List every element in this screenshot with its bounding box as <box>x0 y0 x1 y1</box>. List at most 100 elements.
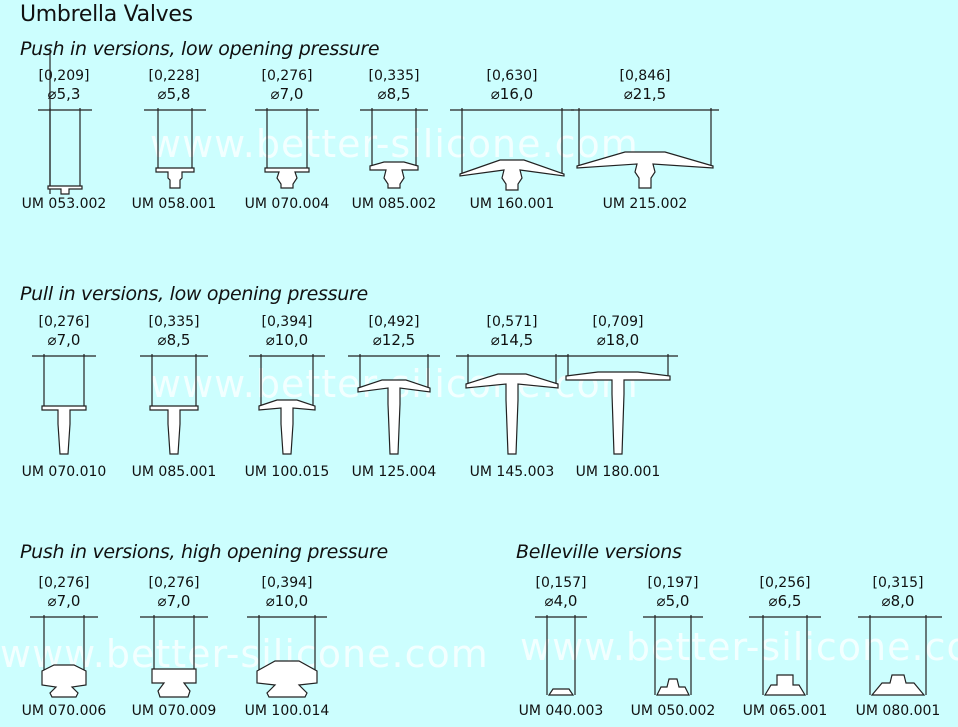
valve-drawing <box>348 354 440 455</box>
valve-um-100-014: [0,394] ⌀10,0 UM 100.014 <box>227 575 347 719</box>
valve-drawing <box>450 108 574 191</box>
part-code: UM 070.004 <box>244 196 330 212</box>
dimension-mm: ⌀16,0 <box>490 85 534 103</box>
valve-drawing <box>749 615 821 696</box>
part-code: UM 058.001 <box>131 196 217 212</box>
dimension-inch: [0,394] <box>261 314 313 330</box>
part-code: UM 070.009 <box>131 703 217 719</box>
valve-drawing <box>140 615 208 698</box>
valve-um-145-003: [0,571] ⌀14,5 UM 145.003 <box>452 314 572 480</box>
dimension-inch: [0,157] <box>535 575 587 591</box>
dimension-inch: [0,256] <box>759 575 811 591</box>
valve-um-100-015: [0,394] ⌀10,0 UM 100.015 <box>227 314 347 480</box>
valve-um-160-001: [0,630] ⌀16,0 UM 160.001 <box>450 68 574 212</box>
dimension-mm: ⌀7,0 <box>47 592 81 610</box>
valve-drawing <box>643 615 703 696</box>
part-code: UM 053.002 <box>21 196 107 212</box>
part-code: UM 100.014 <box>244 703 330 719</box>
valve-drawing <box>571 108 719 189</box>
valve-um-050-002: [0,197] ⌀5,0 UM 050.002 <box>613 575 733 719</box>
section-title-pull-low: Pull in versions, low opening pressure <box>20 283 368 305</box>
valve-drawing <box>255 108 319 189</box>
valve-um-085-002: [0,335] ⌀8,5 UM 085.002 <box>334 68 454 212</box>
part-code: UM 215.002 <box>602 196 688 212</box>
part-code: UM 085.002 <box>351 196 437 212</box>
valve-drawing <box>360 108 428 189</box>
part-code: UM 070.010 <box>21 464 107 480</box>
dimension-inch: [0,209] <box>38 68 90 84</box>
part-code: UM 070.006 <box>21 703 107 719</box>
dimension-mm: ⌀7,0 <box>157 592 191 610</box>
part-code: UM 145.003 <box>469 464 555 480</box>
part-code: UM 125.004 <box>351 464 437 480</box>
valve-drawing <box>558 354 678 455</box>
dimension-inch: [0,276] <box>38 575 90 591</box>
dimension-mm: ⌀10,0 <box>265 592 309 610</box>
dimension-inch: [0,630] <box>486 68 538 84</box>
dimension-mm: ⌀5,0 <box>656 592 690 610</box>
dimension-mm: ⌀8,5 <box>377 85 411 103</box>
valve-drawing <box>249 354 325 455</box>
dimension-mm: ⌀10,0 <box>265 331 309 349</box>
dimension-mm: ⌀21,5 <box>623 85 667 103</box>
part-code: UM 080.001 <box>855 703 941 719</box>
dimension-inch: [0,492] <box>368 314 420 330</box>
valve-drawing <box>32 354 96 455</box>
dimension-mm: ⌀14,5 <box>490 331 534 349</box>
valve-um-065-001: [0,256] ⌀6,5 UM 065.001 <box>725 575 845 719</box>
part-code: UM 160.001 <box>469 196 555 212</box>
dimension-inch: [0,335] <box>148 314 200 330</box>
dimension-inch: [0,276] <box>148 575 200 591</box>
valve-um-058-001: [0,228] ⌀5,8 UM 058.001 <box>114 68 234 212</box>
valve-um-053-002: [0,209] ⌀5,3 UM 053.002 <box>4 48 124 212</box>
dimension-mm: ⌀12,5 <box>372 331 416 349</box>
dimension-inch: [0,709] <box>592 314 644 330</box>
page-title: Umbrella Valves <box>20 2 193 27</box>
valve-um-180-001: [0,709] ⌀18,0 UM 180.001 <box>558 314 678 480</box>
section-title-push-low: Push in versions, low opening pressure <box>20 38 380 60</box>
dimension-mm: ⌀5,3 <box>47 85 81 103</box>
dimension-mm: ⌀7,0 <box>270 85 304 103</box>
dimension-mm: ⌀5,8 <box>157 85 191 103</box>
part-code: UM 085.001 <box>131 464 217 480</box>
part-code: UM 040.003 <box>518 703 604 719</box>
valve-drawing <box>535 615 587 696</box>
dimension-mm: ⌀4,0 <box>544 592 578 610</box>
dimension-inch: [0,335] <box>368 68 420 84</box>
valve-drawing <box>140 354 208 455</box>
part-code: UM 180.001 <box>575 464 661 480</box>
dimension-inch: [0,228] <box>148 68 200 84</box>
valve-drawing <box>858 615 942 696</box>
part-code: UM 100.015 <box>244 464 330 480</box>
valve-um-070-009: [0,276] ⌀7,0 UM 070.009 <box>114 575 234 719</box>
dimension-inch: [0,846] <box>619 68 671 84</box>
valve-drawing <box>38 48 92 195</box>
valve-drawing <box>247 615 327 698</box>
valve-um-215-002: [0,846] ⌀21,5 UM 215.002 <box>571 68 719 212</box>
valve-um-070-004: [0,276] ⌀7,0 UM 070.004 <box>227 68 347 212</box>
valve-um-070-010: [0,276] ⌀7,0 UM 070.010 <box>4 314 124 480</box>
valve-drawing <box>456 354 568 455</box>
part-code: UM 065.001 <box>742 703 828 719</box>
dimension-inch: [0,394] <box>261 575 313 591</box>
valve-um-080-001: [0,315] ⌀8,0 UM 080.001 <box>838 575 958 719</box>
valve-drawing <box>144 108 206 189</box>
dimension-mm: ⌀18,0 <box>596 331 640 349</box>
valve-um-040-003: [0,157] ⌀4,0 UM 040.003 <box>501 575 621 719</box>
dimension-inch: [0,276] <box>38 314 90 330</box>
dimension-mm: ⌀8,5 <box>157 331 191 349</box>
section-title-push-high: Push in versions, high opening pressure <box>20 541 388 563</box>
part-code: UM 050.002 <box>630 703 716 719</box>
dimension-mm: ⌀6,5 <box>768 592 802 610</box>
valve-um-085-001: [0,335] ⌀8,5 UM 085.001 <box>114 314 234 480</box>
dimension-inch: [0,276] <box>261 68 313 84</box>
valve-um-125-004: [0,492] ⌀12,5 UM 125.004 <box>334 314 454 480</box>
dimension-inch: [0,571] <box>486 314 538 330</box>
dimension-mm: ⌀8,0 <box>881 592 915 610</box>
section-title-belleville: Belleville versions <box>516 541 682 563</box>
dimension-mm: ⌀7,0 <box>47 331 81 349</box>
valve-drawing <box>30 615 98 698</box>
dimension-inch: [0,315] <box>872 575 924 591</box>
valve-um-070-006: [0,276] ⌀7,0 UM 070.006 <box>4 575 124 719</box>
dimension-inch: [0,197] <box>647 575 699 591</box>
